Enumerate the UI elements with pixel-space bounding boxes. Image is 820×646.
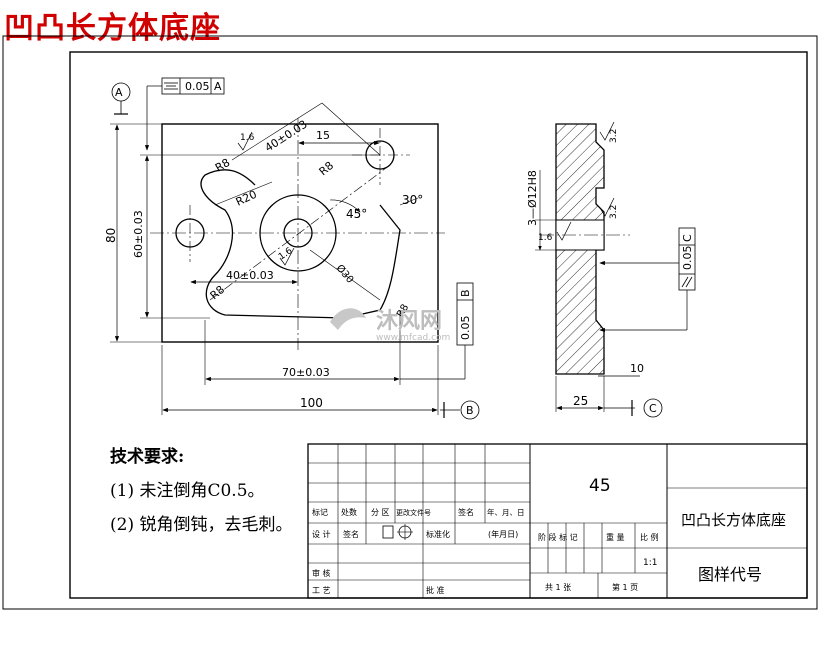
watermark-brand: 沐风网 — [376, 309, 442, 334]
tb-stage: 阶 段 标 记 — [538, 532, 578, 542]
rough-3-2-b: 3.2 — [609, 205, 619, 219]
dim-holes: 3—Ø12H8 — [526, 170, 539, 226]
title-block — [307, 443, 808, 599]
dim-25: 25 — [573, 394, 588, 408]
tb-scale: 1:1 — [643, 558, 657, 568]
rough-3-2-a: 3.2 — [609, 129, 619, 143]
datum-b-circle — [460, 400, 480, 420]
tb-process: 工 艺 — [312, 586, 331, 595]
tb-design: 设 计 — [312, 529, 331, 539]
dim-100: 100 — [300, 396, 323, 410]
dim-r8-a: R8 — [213, 156, 232, 175]
tb-approve: 批 准 — [426, 585, 445, 595]
datum-c-circle — [643, 398, 663, 418]
left-hole — [175, 218, 205, 248]
side-view: 25 10 3—Ø12H8 1.6 3.2 3.2 0.05 C C — [526, 121, 696, 418]
watermark: 沐风网 www.mfcad.com — [330, 308, 450, 343]
dim-60: 60±0.03 — [132, 210, 145, 258]
dim-30deg: 30° — [402, 193, 423, 207]
dim-80: 80 — [104, 228, 118, 243]
tb-docno: 更改文件号 — [396, 508, 431, 517]
tb-date: 年、月、日 — [487, 507, 525, 517]
rough-1-6-a: 1.6 — [240, 133, 255, 143]
front-view: 100 70±0.03 40±0.03 15 80 60±0.03 40±0.0… — [104, 77, 480, 420]
projection-symbol — [382, 525, 394, 539]
tb-standard: 标准化 — [426, 529, 450, 539]
datum-b-label: B — [466, 404, 474, 417]
tb-drawing-no: 图样代号 — [698, 565, 762, 584]
tb-part-name: 凹凸长方体底座 — [681, 511, 786, 529]
tb-sheets: 共 1 张 — [545, 583, 571, 592]
tb-sheet: 第 1 页 — [612, 582, 638, 592]
dim-r20: R20 — [234, 188, 259, 209]
center-hole — [283, 218, 313, 248]
tb-date2: (年月日) — [488, 529, 518, 539]
title-block-text: 标记 处数 分 区 更改文件号 签名 年、月、日 设 计 签名 标准化 (年月日… — [312, 476, 786, 595]
tb-mark: 标记 — [312, 507, 328, 517]
dim-45deg: 45° — [346, 207, 367, 221]
center-boss — [259, 194, 337, 272]
tb-material: 45 — [589, 476, 611, 496]
dim-70: 70±0.03 — [282, 366, 330, 379]
rough-1-6-b: 1.6 — [277, 246, 295, 263]
datum-a-label: A — [115, 86, 123, 99]
note-item-1: (1) 未注倒角C0.5。 — [110, 481, 265, 501]
notes-heading: 技术要求: — [110, 447, 185, 467]
rough-1-6-c: 1.6 — [538, 233, 553, 243]
datum-c-label: C — [649, 402, 657, 415]
tb-count: 处数 — [341, 507, 357, 517]
dim-phi30: Ø30 — [334, 262, 356, 286]
dim-10: 10 — [630, 362, 644, 375]
gtol-a-ref: A — [214, 80, 222, 93]
dim-r8-b: R8 — [317, 159, 337, 178]
tb-check: 审 核 — [312, 568, 331, 578]
gtol-b-ref: B — [459, 289, 472, 297]
dim-40h: 40±0.03 — [226, 269, 274, 282]
dim-15: 15 — [316, 129, 330, 142]
drawing-title: 凹凸长方体底座 — [4, 11, 221, 46]
tb-zone: 分 区 — [371, 508, 390, 517]
watermark-url: www.mfcad.com — [376, 333, 450, 343]
tb-sign: 签名 — [458, 507, 474, 517]
technical-requirements: 技术要求: (1) 未注倒角C0.5。 (2) 锐角倒钝，去毛刺。 — [110, 442, 292, 544]
gtol-b-value: 0.05 — [459, 316, 472, 341]
gtol-a-value: 0.05 — [185, 80, 210, 93]
tb-weight: 重 量 — [606, 532, 625, 542]
gtol-c-ref: C — [681, 234, 694, 242]
tb-ratio: 比 例 — [640, 532, 659, 542]
tb-sign2: 签名 — [343, 529, 359, 539]
outer-frame — [2, 35, 818, 610]
gtol-c-value: 0.05 — [681, 246, 694, 271]
recess-profile — [200, 169, 401, 319]
note-item-2: (2) 锐角倒钝，去毛刺。 — [110, 515, 293, 535]
